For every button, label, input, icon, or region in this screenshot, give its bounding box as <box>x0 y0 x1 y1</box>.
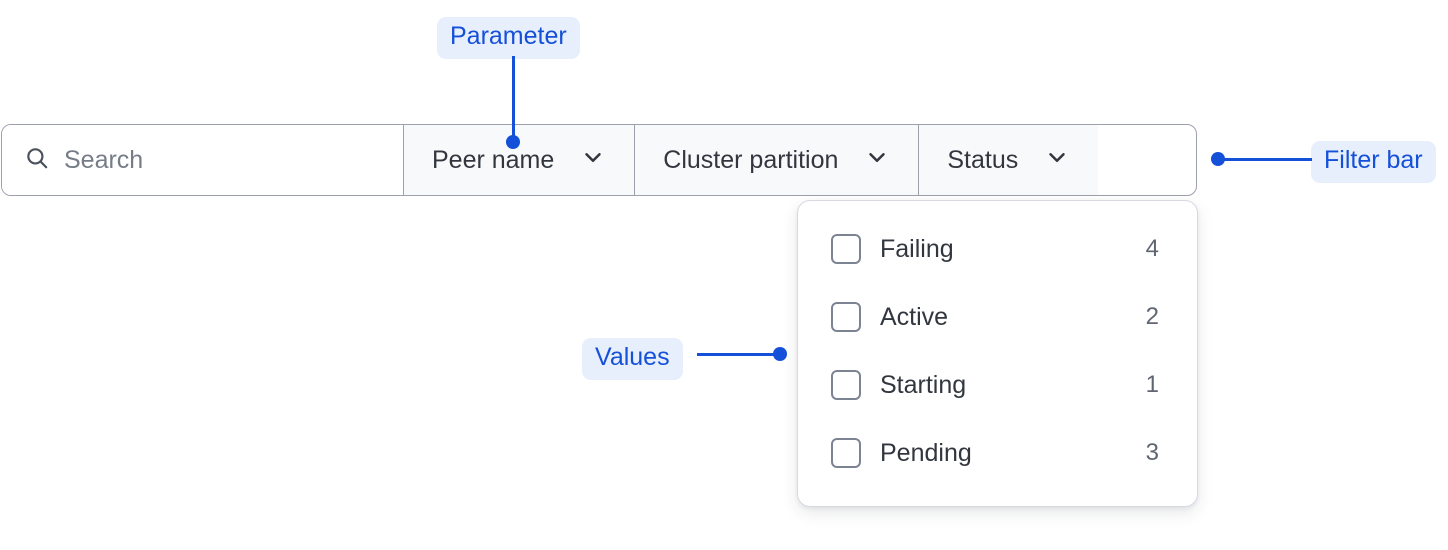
chevron-down-icon <box>580 144 606 177</box>
filter-button-label: Status <box>947 145 1019 174</box>
search-icon <box>24 145 50 176</box>
dropdown-item-count: 1 <box>1145 371 1159 398</box>
checkbox[interactable] <box>831 438 861 468</box>
dropdown-item-failing[interactable]: Failing 4 <box>798 215 1197 283</box>
annotation-connector-filter-bar <box>1224 158 1312 161</box>
annotation-label-filter-bar: Filter bar <box>1311 141 1436 183</box>
checkbox[interactable] <box>831 302 861 332</box>
filter-button-peer-name[interactable]: Peer name <box>404 125 636 195</box>
dropdown-item-label: Starting <box>880 370 967 399</box>
dropdown-item-label: Pending <box>880 438 972 467</box>
annotation-dot-values <box>773 347 787 361</box>
dropdown-item-count: 3 <box>1145 439 1159 466</box>
dropdown-item-count: 2 <box>1145 303 1159 330</box>
filter-button-cluster-partition[interactable]: Cluster partition <box>635 125 920 195</box>
filter-button-label: Peer name <box>432 145 555 174</box>
dropdown-item-starting[interactable]: Starting 1 <box>798 351 1197 419</box>
annotation-connector-values <box>697 353 781 356</box>
checkbox[interactable] <box>831 234 861 264</box>
chevron-down-icon <box>864 144 890 177</box>
dropdown-item-label: Failing <box>880 234 954 263</box>
dropdown-item-pending[interactable]: Pending 3 <box>798 419 1197 487</box>
search-field[interactable] <box>2 125 404 195</box>
dropdown-item-active[interactable]: Active 2 <box>798 283 1197 351</box>
filter-bar: Peer name Cluster partition Status <box>1 124 1197 196</box>
annotation-dot-filter-bar <box>1211 152 1225 166</box>
status-dropdown-panel: Failing 4 Active 2 Starting 1 Pending 3 <box>797 200 1198 507</box>
annotation-dot-parameter <box>506 135 520 149</box>
annotation-connector-parameter <box>512 56 515 142</box>
annotation-label-parameter: Parameter <box>437 17 580 59</box>
dropdown-item-label: Active <box>880 302 949 331</box>
annotation-label-values: Values <box>582 338 683 380</box>
chevron-down-icon <box>1044 144 1070 177</box>
checkbox[interactable] <box>831 370 861 400</box>
dropdown-item-count: 4 <box>1145 235 1159 262</box>
filter-button-status[interactable]: Status <box>919 125 1099 195</box>
filter-button-label: Cluster partition <box>663 145 839 174</box>
search-input[interactable] <box>64 125 403 195</box>
